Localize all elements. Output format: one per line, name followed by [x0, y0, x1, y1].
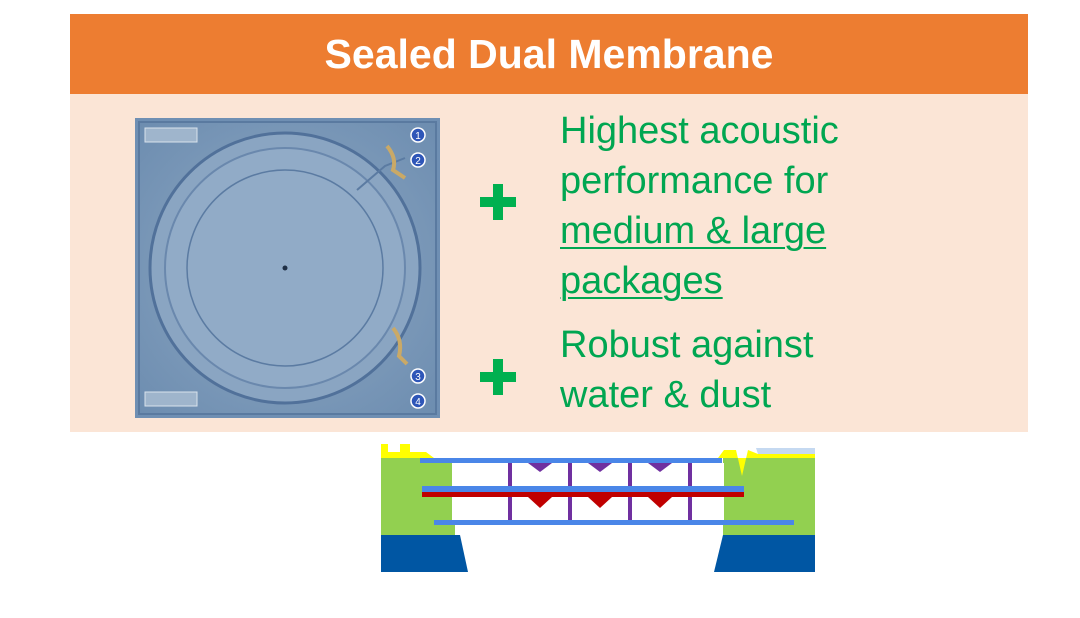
membrane-cross-section [381, 444, 815, 572]
substrate-right [714, 535, 815, 572]
benefit-acoustic-line2: performance for [560, 160, 829, 202]
benefit-robust-line1: Robust against [560, 324, 814, 366]
anchor-top [528, 463, 552, 472]
benefit-acoustic-line1: Highest acoustic [560, 110, 839, 152]
top-metal-left [381, 444, 434, 458]
bond-pad-3: 3 [410, 368, 426, 384]
anchor [648, 497, 672, 508]
benefit-robust-line2: water & dust [560, 374, 772, 416]
stator-blue [422, 486, 744, 492]
svg-text:1: 1 [415, 131, 421, 142]
top-metal-right [718, 450, 815, 476]
svg-text:4: 4 [415, 397, 421, 408]
top-membrane [420, 458, 722, 463]
bond-pad-2: 2 [410, 152, 426, 168]
anchor [588, 497, 612, 508]
title-banner: Sealed Dual Membrane [70, 14, 1028, 94]
plus-icon [478, 182, 518, 222]
benefit-acoustic-line4: packages [560, 260, 723, 302]
anchor-top [588, 463, 612, 472]
mems-die-micrograph: 1 2 3 4 [135, 118, 440, 418]
bond-pad-1: 1 [410, 127, 426, 143]
benefit-robust: Robust against water & dust [560, 320, 814, 420]
benefit-acoustic: Highest acoustic performance for medium … [560, 106, 839, 306]
substrate-left [381, 535, 468, 572]
title-text: Sealed Dual Membrane [324, 30, 774, 77]
svg-text:2: 2 [415, 156, 421, 167]
anchor [528, 497, 552, 508]
plus-icon [478, 357, 518, 397]
stator-red [422, 492, 744, 497]
benefit-acoustic-line3: medium & large [560, 210, 827, 252]
bottom-membrane [434, 520, 794, 525]
svg-text:3: 3 [415, 372, 421, 383]
bond-pad-4: 4 [410, 393, 426, 409]
anchor-top [648, 463, 672, 472]
